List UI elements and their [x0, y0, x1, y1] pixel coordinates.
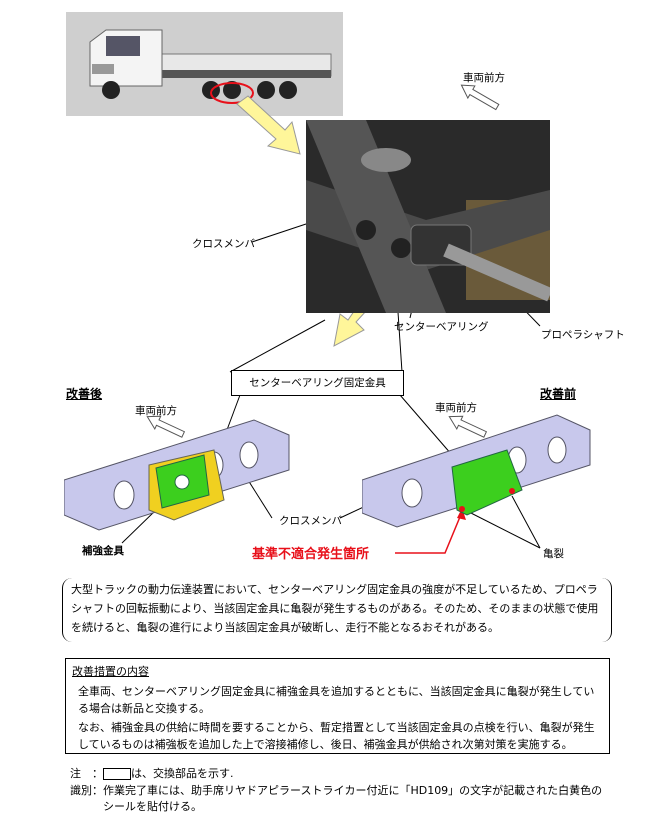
remedy-box: 改善措置の内容 全車両、センターベアリング固定金具に補強金具を追加するとともに、… — [65, 658, 610, 754]
forward-arrow-icon — [146, 415, 186, 438]
highlight-ellipse — [210, 82, 254, 104]
note-line: 注 ： は、交換部品を示す. — [70, 766, 234, 782]
remedy-para-1: 全車両、センターベアリング固定金具に補強金具を追加するとともに、当該固定金具に亀… — [78, 685, 595, 715]
identification-line: 識別： 作業完了車には、助手席リヤドアピラーストライカー付近に「HD109」の文… — [70, 783, 610, 815]
nonconformity-label: 基準不適合発生箇所 — [252, 547, 370, 562]
forward-label-after: 車両前方 — [135, 405, 177, 417]
remedy-title: 改善措置の内容 — [72, 665, 149, 678]
forward-arrow-icon — [448, 415, 488, 438]
yellow-arrow-icon — [236, 95, 301, 155]
chassis-photo — [306, 120, 550, 313]
remedy-para-2: なお、補強金具の供給に時間を要することから、暫定措置として当該固定金具の点検を行… — [78, 721, 595, 751]
id-text: 作業完了車には、助手席リヤドアピラーストライカー付近に「HD109」の文字が記載… — [103, 784, 603, 813]
note-text: は、交換部品を示す. — [131, 767, 234, 780]
crossmember-before-drawing — [362, 414, 591, 528]
after-label: 改善後 — [66, 387, 103, 401]
truck-photo — [66, 12, 343, 116]
crack-label: 亀裂 — [543, 548, 564, 560]
defect-description: 大型トラックの動力伝達装置において、センターベアリング固定金具の強度が不足してい… — [62, 578, 612, 642]
cross-member-label: クロスメンバ — [192, 238, 255, 250]
before-label: 改善前 — [540, 387, 577, 401]
center-bearing-label: センターベアリング — [394, 321, 489, 333]
note-label: 注 ： — [70, 767, 103, 780]
crossmember-after-drawing — [64, 419, 290, 531]
forward-arrow-icon — [460, 84, 500, 111]
id-label: 識別： — [70, 784, 103, 797]
forward-label: 車両前方 — [463, 72, 505, 84]
replacement-part-box-icon — [103, 768, 131, 780]
forward-label-before: 車両前方 — [435, 402, 477, 414]
cross-member-label-lower: クロスメンバ — [279, 515, 342, 527]
bracket-box-label: センターベアリング固定金具 — [231, 370, 404, 396]
reinforcement-label: 補強金具 — [82, 545, 124, 557]
propeller-shaft-label: プロペラシャフト — [541, 329, 625, 341]
